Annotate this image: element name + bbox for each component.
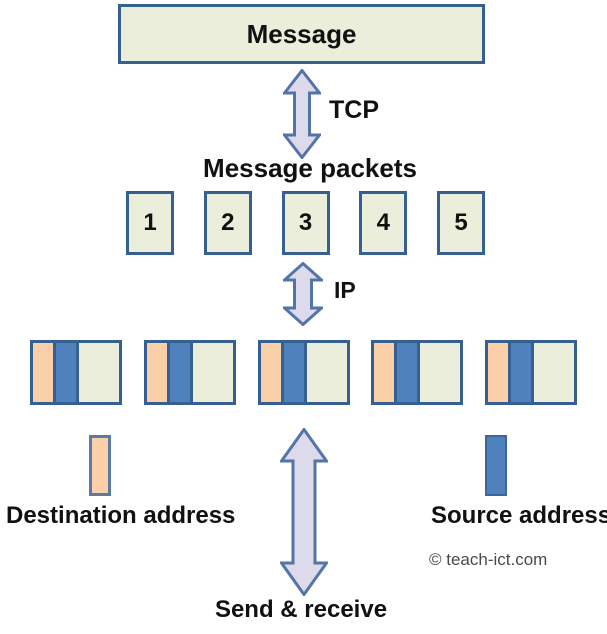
destination-address-segment: [33, 343, 56, 402]
send-receive-label: Send & receive: [214, 596, 388, 623]
destination-address-swatch: [89, 435, 111, 496]
packet-payload-segment: [192, 343, 233, 402]
message-packets-label: Message packets: [203, 153, 417, 183]
packet-number-box: 4: [359, 191, 408, 255]
packet-payload-segment: [79, 343, 119, 402]
source-address-segment: [169, 343, 193, 402]
source-address-swatch: [485, 435, 507, 496]
packet-box: [485, 340, 577, 405]
tcp-label: TCP: [329, 96, 379, 124]
source-address-segment: [283, 343, 307, 402]
tcp-double-arrow-icon: [283, 69, 321, 159]
copyright-text: © teach-ict.com: [429, 550, 548, 569]
packet-number: 5: [454, 209, 468, 236]
send-receive-double-arrow-icon: [280, 428, 328, 596]
message-box-label: Message: [246, 18, 357, 49]
packet-number-box: 3: [281, 191, 330, 255]
destination-address-segment: [488, 343, 511, 402]
packet-payload-segment: [420, 343, 461, 402]
source-address-segment: [511, 343, 534, 402]
source-address-segment: [56, 343, 79, 402]
packet-number-box: 5: [437, 191, 485, 255]
packet-box: [371, 340, 464, 405]
message-box: Message: [118, 4, 485, 64]
destination-address-segment: [260, 343, 284, 402]
packet-box: [143, 340, 236, 405]
source-address-segment: [397, 343, 421, 402]
packet-box: [30, 340, 122, 405]
ip-label: IP: [334, 277, 356, 303]
addressed-packets-row: [30, 340, 577, 405]
ip-double-arrow-icon: [283, 262, 323, 326]
packet-payload-segment: [534, 343, 574, 402]
packet-payload-segment: [306, 343, 347, 402]
packet-number: 2: [221, 209, 235, 236]
packet-number: 4: [376, 209, 390, 236]
source-address-label: Source address: [431, 502, 607, 529]
numbered-packets-row: 1 2 3 4 5: [126, 191, 485, 255]
packet-number: 1: [143, 209, 157, 236]
packet-number: 3: [298, 209, 313, 236]
destination-address-label: Destination address: [6, 502, 236, 529]
destination-address-segment: [374, 343, 398, 402]
packet-box: [257, 340, 350, 405]
packet-number-box: 1: [126, 191, 174, 255]
destination-address-segment: [146, 343, 170, 402]
packet-number-box: 2: [203, 191, 252, 255]
